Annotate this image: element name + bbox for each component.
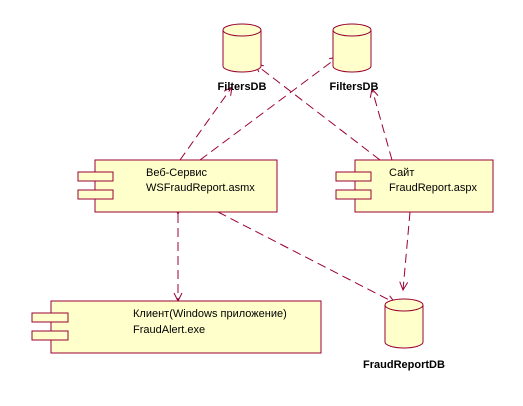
component-site: Сайт FraudReport.aspx — [335, 159, 494, 213]
database-filtersdb-1: FiltersDB — [218, 23, 267, 93]
database-icon-top — [384, 298, 424, 312]
dependency-site-to-filtersdb-2 — [372, 89, 393, 161]
component-port-top — [31, 312, 69, 323]
component-client: Клиент(Windows приложение) FraudAlert.ex… — [31, 300, 322, 354]
dependency-webservice-to-fraudreportdb — [217, 211, 395, 303]
database-filtersdb-2: FiltersDB — [330, 23, 379, 93]
component-port-top — [77, 171, 114, 182]
dependency-webservice-to-filtersdb-1 — [179, 87, 232, 161]
component-port-top — [335, 171, 372, 182]
component-name: Сайт — [389, 167, 414, 179]
component-file: FraudReport.aspx — [389, 182, 478, 194]
database-label: FiltersDB — [218, 81, 267, 93]
component-web-service: Веб-Сервис WSFraudReport.asmx — [77, 159, 278, 213]
dependency-site-to-fraudreportdb — [403, 211, 411, 290]
database-icon — [332, 30, 372, 73]
database-icon — [222, 30, 262, 73]
component-file: FraudAlert.exe — [133, 324, 205, 336]
component-name: Веб-Сервис — [146, 167, 207, 179]
component-port-bottom — [335, 189, 372, 200]
database-fraudreportdb: FraudReportDB — [363, 298, 445, 371]
component-body — [354, 159, 494, 213]
database-icon-top — [332, 23, 372, 37]
dependency-site-to-filtersdb-1 — [255, 64, 381, 161]
component-name: Клиент(Windows приложение) — [133, 308, 287, 320]
component-body — [50, 300, 322, 354]
database-label: FiltersDB — [330, 81, 379, 93]
component-port-bottom — [77, 189, 114, 200]
database-icon — [384, 305, 424, 349]
dependency-lines — [178, 57, 411, 303]
component-file: WSFraudReport.asmx — [146, 182, 255, 194]
component-body — [94, 159, 278, 213]
database-label: FraudReportDB — [363, 359, 445, 371]
component-port-bottom — [31, 330, 69, 341]
dependency-webservice-to-filtersdb-2 — [199, 57, 338, 161]
database-icon-top — [222, 23, 262, 37]
